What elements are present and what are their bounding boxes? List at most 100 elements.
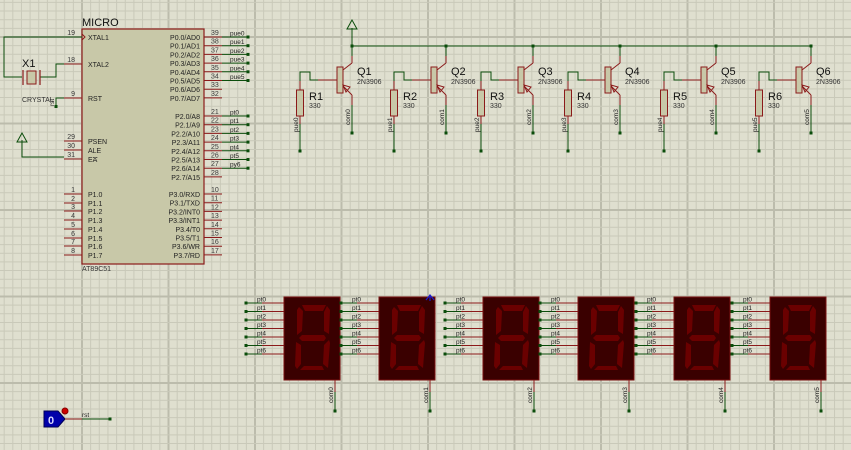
resistor-body[interactable] [477,89,485,117]
transistor-ref-label: Q4 [625,66,640,78]
display-segment [617,340,624,368]
mcu-pin-number: 26 [211,153,219,160]
transistor-lead [342,62,353,71]
display-segment [786,366,810,370]
mcu-pin-number: 8 [71,248,75,255]
crystal-x1[interactable]: X1 CRYSTAL rst [3,36,82,108]
junction-dot [634,318,638,322]
mcu-body[interactable] [81,28,205,265]
resistor-value-label: 330 [577,103,589,110]
resistor-body[interactable] [390,89,398,117]
display-segment [390,342,396,369]
junction-dot [714,44,718,48]
wire-rst [55,97,64,107]
junction-dot [538,352,542,356]
junction-dot [244,344,248,347]
segment-net-label: pt4 [647,331,656,338]
power-symbol-ea[interactable] [16,131,64,158]
display-segment [785,335,812,341]
display-segment [591,307,597,335]
mcu-pin-name: RST [88,96,103,103]
mcu-at89c51[interactable]: MICRO AT89C51 19XTAL118XTAL29RST29PSEN30… [64,17,250,273]
segment-net-label: pt0 [743,297,752,304]
display-segment [685,342,691,369]
junction-dot [246,114,250,118]
junction-dot [730,318,734,322]
mcu-ref-label: MICRO [82,17,119,29]
wire-ea [21,140,64,158]
junction-dot [339,344,343,347]
resistor-ref-label: R3 [490,91,504,103]
transistor-base-bar [604,66,612,94]
transistor-base-bar [795,66,803,94]
junction-dot [333,409,337,413]
wire-base [567,71,586,81]
display-com-label: com3 [622,387,629,403]
resistor-body[interactable] [755,89,763,117]
resistor-ref-label: R1 [309,91,323,103]
mcu-pin-name: P0.1/AD1 [170,44,200,51]
com-net-label: com0 [345,109,352,125]
display-segment [783,307,789,335]
seven-segment-displays: pt0pt1pt2pt3pt4pt5pt6com0pt0pt1pt2pt3pt4… [244,296,827,413]
junction-dot [244,310,248,313]
transistor-lead [706,62,717,71]
mcu-pin-number: 32 [211,91,219,98]
display-segment [496,307,502,335]
junction-dot [246,35,250,39]
transistor-part-label: 2N3906 [451,79,476,86]
junction-dot [350,131,354,135]
mcu-pin-number: 13 [211,213,219,220]
junction-dot [809,131,813,135]
junction-dot [244,352,248,356]
transistor-base-bar [517,66,525,94]
display-segment [809,340,816,368]
power-arrow-icon[interactable] [346,18,358,30]
net-label: pt0 [230,110,239,117]
junction-dot [730,327,734,330]
logic-state-rst[interactable]: 0 rst [43,407,112,428]
segment-net-label: pt4 [456,331,465,338]
segment-net-label: pt0 [647,297,656,304]
mcu-pin-name: P0.0/AD0 [170,35,200,42]
crystal-ref-label: X1 [22,58,35,70]
resistor-body[interactable] [296,89,304,117]
mcu-pin-number: 4 [71,213,75,220]
net-label: pue4 [230,65,245,72]
mcu-pin-number: 22 [211,118,219,125]
mcu-pin-number: 18 [67,57,75,64]
display-segment [295,342,301,369]
resistor-body[interactable] [564,89,572,117]
junction-dot [246,79,250,82]
junction-dot [339,301,343,305]
mcu-pin-number: 37 [211,47,219,54]
resistor-body[interactable] [660,89,668,117]
mcu-right-pins: 39P0.0/AD0pue038P0.1/AD1pue137P0.2/AD2pu… [168,30,250,260]
segment-net-label: pt3 [647,322,656,329]
mcu-pin-number: 35 [211,65,219,72]
junction-dot [634,301,638,305]
junction-dot [723,409,727,413]
segment-net-label: pt4 [352,331,361,338]
display-segment [498,335,525,341]
junction-dot [246,166,250,170]
display-segment [323,340,330,368]
logic-state-body[interactable] [43,410,66,428]
junction-dot [730,344,734,347]
mcu-pin-name: P2.2/A10 [171,131,200,138]
junction-dot [443,318,447,322]
wire-base [480,71,499,81]
